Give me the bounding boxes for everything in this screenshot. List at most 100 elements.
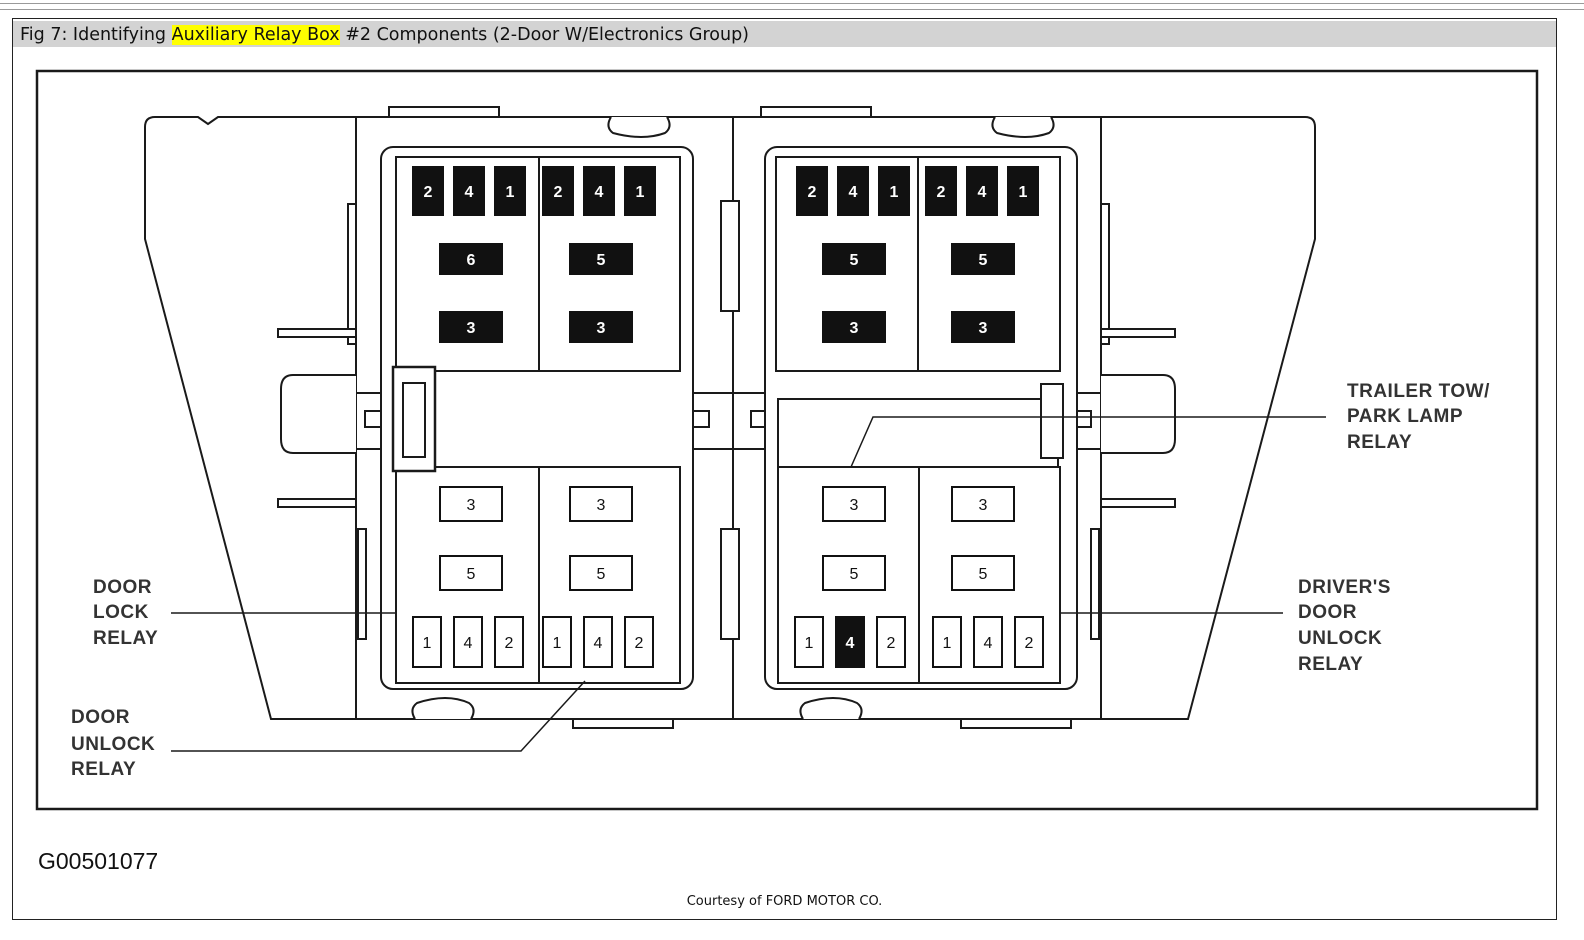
left-bottom_left-pin-0-number: 1 bbox=[423, 635, 432, 652]
flange-left-bottom bbox=[357, 528, 367, 640]
label-trailer-tow-2: PARK LAMP bbox=[1347, 406, 1463, 427]
left-bottom_left-mid-box bbox=[439, 555, 503, 591]
leader-trailer-tow bbox=[850, 416, 1326, 468]
label-door-unlock-3: RELAY bbox=[71, 759, 136, 780]
right-top_right-pin-0-number: 2 bbox=[937, 184, 946, 201]
bar-left-upper bbox=[277, 328, 357, 338]
left-bottom_right-pin-0-box bbox=[542, 616, 572, 668]
right-bottom_right-top-box bbox=[951, 486, 1015, 522]
top-rule-2 bbox=[0, 9, 1584, 10]
right-bottom_right-pin-2-number: 2 bbox=[1025, 635, 1034, 652]
right-bottom_left-mid-number: 5 bbox=[850, 566, 859, 583]
label-trailer-tow-3: RELAY bbox=[1347, 432, 1412, 453]
label-door-unlock-2: UNLOCK bbox=[71, 734, 155, 755]
left-bottom_right-pin-1-number: 4 bbox=[594, 635, 603, 652]
label-door-lock-2: LOCK bbox=[93, 602, 149, 623]
bottom-tab-right bbox=[960, 718, 1072, 729]
right-bottom_left-top-number: 3 bbox=[850, 497, 859, 514]
left-top_right-low-box bbox=[569, 311, 633, 343]
left-bottom_left-top-number: 3 bbox=[467, 497, 476, 514]
right-top_left-pin-2-number: 1 bbox=[890, 184, 899, 201]
left-top_right-mid-box bbox=[569, 243, 633, 275]
right-top_right-low-box bbox=[951, 311, 1015, 343]
right-top_right-pin-0-box bbox=[925, 166, 957, 216]
left-bottom_right-pin-0-number: 1 bbox=[553, 635, 562, 652]
left-top_left-pin-1-number: 4 bbox=[465, 184, 474, 201]
right-bottom_right-pin-0-number: 1 bbox=[943, 635, 952, 652]
center-post-lower bbox=[720, 528, 740, 640]
left-top_left-pin-1-box bbox=[453, 166, 485, 216]
right-top_right-low-number: 3 bbox=[979, 320, 988, 337]
left-bottom_right-top-box bbox=[569, 486, 633, 522]
left-bottom_right-pin-2-number: 2 bbox=[635, 635, 644, 652]
left-top_right-pin-0-box bbox=[542, 166, 574, 216]
right-bottom_left-pin-1-box bbox=[835, 616, 865, 668]
top-notch-right bbox=[991, 116, 1055, 138]
left-bottom_left-pin-1-number: 4 bbox=[464, 635, 473, 652]
label-drivers-door-unlock-3: UNLOCK bbox=[1298, 628, 1382, 649]
left-bottom_left-mid-number: 5 bbox=[467, 566, 476, 583]
right-top_left-low-box bbox=[822, 311, 886, 343]
left-bottom_left-pin-2-number: 2 bbox=[505, 635, 514, 652]
handle-right bbox=[1101, 374, 1176, 454]
right-top_left-mid-box bbox=[822, 243, 886, 275]
right-bottom_right-pin-1-box bbox=[973, 616, 1003, 668]
left-bottom_right-pin-1-box bbox=[583, 616, 613, 668]
right-bottom_right-pin-2-box bbox=[1014, 616, 1044, 668]
courtesy-credit: Courtesy of FORD MOTOR CO. bbox=[686, 894, 883, 909]
top-notch-left bbox=[607, 116, 671, 138]
caption-bar: Fig 7: Identifying Auxiliary Relay Box #… bbox=[13, 21, 1556, 47]
right-bottom_left-mid-box bbox=[822, 555, 886, 591]
caption-highlight: Auxiliary Relay Box bbox=[171, 25, 340, 45]
left-bottom_right-pin-2-box bbox=[624, 616, 654, 668]
top-rule bbox=[0, 3, 1584, 4]
right-top_right-pin-2-box bbox=[1007, 166, 1039, 216]
bottom-notch-left bbox=[411, 697, 475, 720]
bar-right-upper bbox=[1100, 328, 1176, 338]
left-top_left-pin-0-number: 2 bbox=[424, 184, 433, 201]
right-top_left-pin-0-box bbox=[796, 166, 828, 216]
bottom-notch-right bbox=[799, 697, 863, 720]
left-top_left-mid-box bbox=[439, 243, 503, 275]
top-tab-left bbox=[388, 106, 500, 118]
bottom-tab-left bbox=[572, 718, 674, 729]
right-bottom_right-top-number: 3 bbox=[979, 497, 988, 514]
right-top_left-pin-1-number: 4 bbox=[849, 184, 858, 201]
flange-left-top bbox=[347, 203, 357, 345]
label-door-unlock-1: DOOR bbox=[71, 707, 130, 728]
caption-prefix: Fig 7: Identifying bbox=[20, 25, 172, 45]
left-top_left-pin-2-number: 1 bbox=[506, 184, 515, 201]
right-bottom_left-pin-2-box bbox=[876, 616, 906, 668]
figure-caption: Fig 7: Identifying Auxiliary Relay Box #… bbox=[20, 25, 749, 45]
left-top_right-pin-1-box bbox=[583, 166, 615, 216]
label-door-lock-3: RELAY bbox=[93, 628, 158, 649]
right-top_left-pin-2-box bbox=[878, 166, 910, 216]
left-bottom_right-mid-number: 5 bbox=[597, 566, 606, 583]
flange-right-top bbox=[1100, 203, 1110, 345]
rail-slot-1 bbox=[364, 410, 382, 428]
right-bottom_right-mid-number: 5 bbox=[979, 566, 988, 583]
right-clip bbox=[1040, 383, 1064, 459]
left-top_right-low-number: 3 bbox=[597, 320, 606, 337]
right-bottom_left-pin-0-box bbox=[794, 616, 824, 668]
left-top_right-mid-number: 5 bbox=[597, 252, 606, 269]
right-top_right-pin-1-box bbox=[966, 166, 998, 216]
left-top_left-pin-2-box bbox=[494, 166, 526, 216]
right-top_right-pin-2-number: 1 bbox=[1019, 184, 1028, 201]
rail-slot-2 bbox=[692, 410, 710, 428]
bar-left-lower bbox=[277, 498, 357, 508]
left-top_left-low-number: 3 bbox=[467, 320, 476, 337]
right-top_left-pin-0-number: 2 bbox=[808, 184, 817, 201]
center-post-upper bbox=[720, 200, 740, 312]
left-top_left-pin-0-box bbox=[412, 166, 444, 216]
right-top_left-pin-1-box bbox=[837, 166, 869, 216]
right-top_right-mid-number: 5 bbox=[979, 252, 988, 269]
label-door-lock-1: DOOR bbox=[93, 577, 152, 598]
right-middle-panel bbox=[777, 398, 1059, 468]
leader-door-unlock bbox=[171, 680, 586, 752]
left-bottom_left-pin-2-box bbox=[494, 616, 524, 668]
right-top_left-mid-number: 5 bbox=[850, 252, 859, 269]
label-drivers-door-unlock-1: DRIVER'S bbox=[1298, 577, 1391, 598]
label-trailer-tow-1: TRAILER TOW/ bbox=[1347, 381, 1490, 402]
